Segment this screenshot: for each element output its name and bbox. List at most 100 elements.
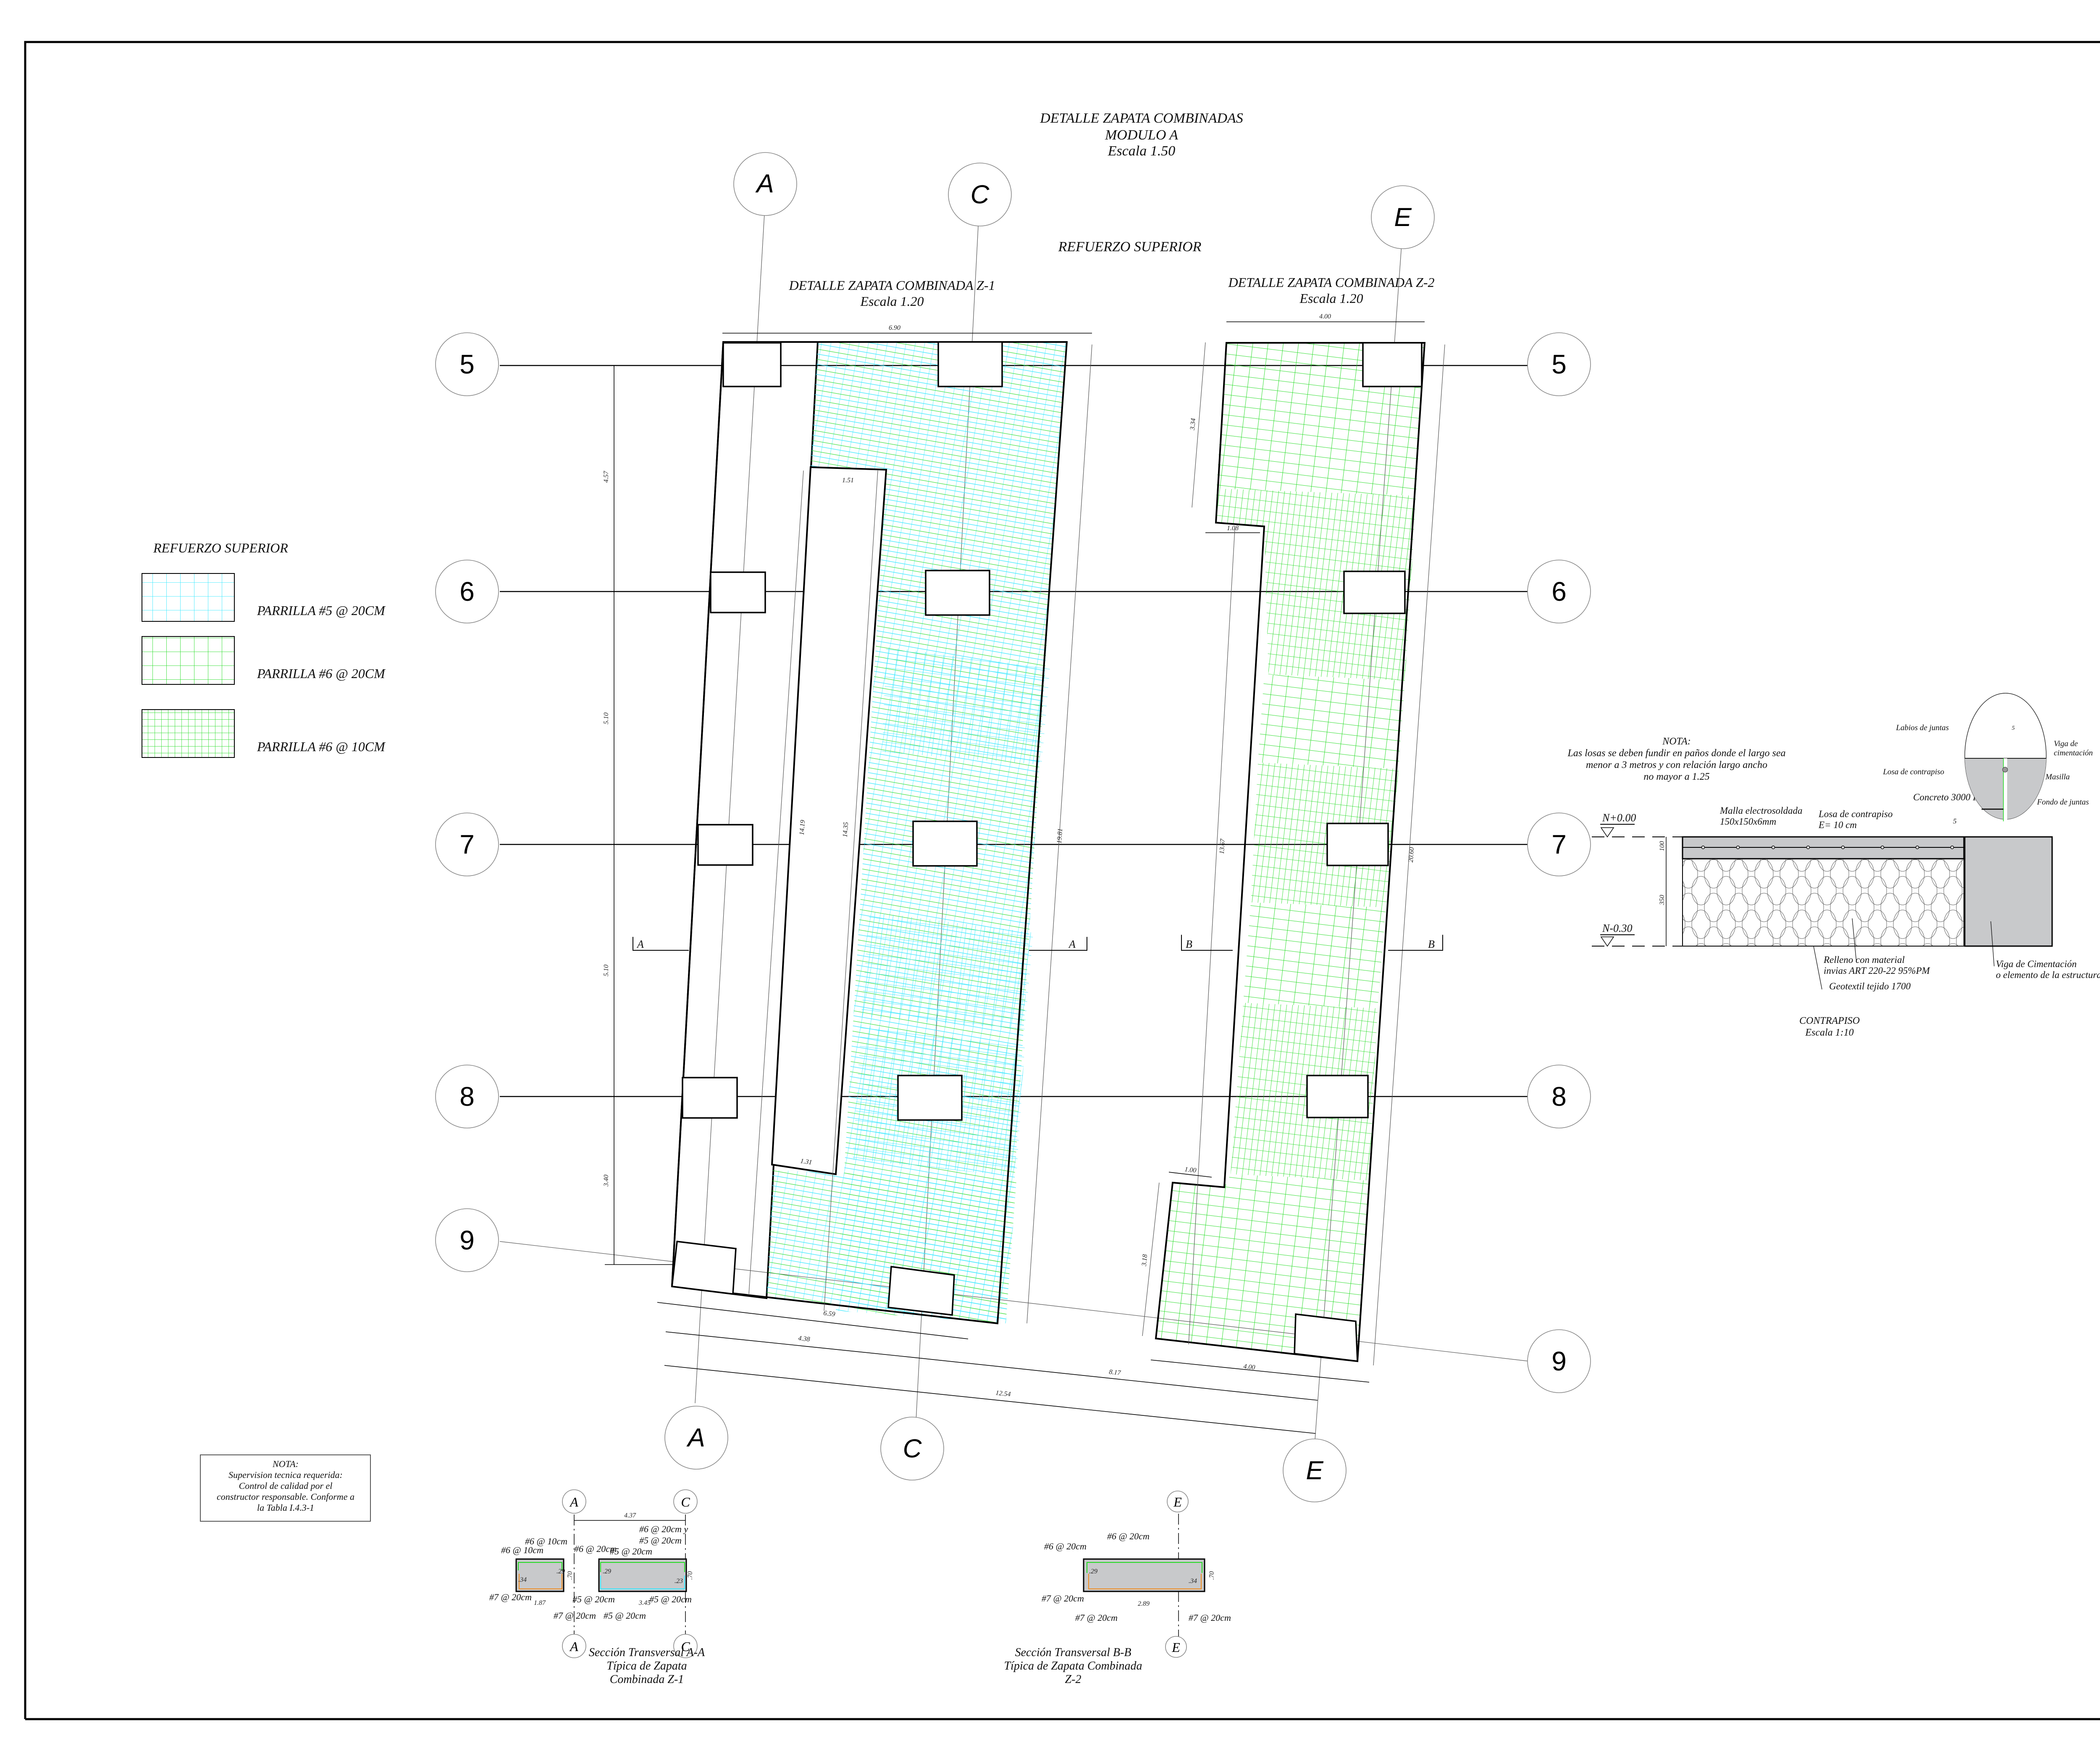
bubble-column-A-top: A xyxy=(733,152,797,216)
svg-text:#5 @ 20cm: #5 @ 20cm xyxy=(649,1594,692,1604)
legend: REFUERZO SUPERIOR PARRILLA #5 @ 20CM PAR… xyxy=(142,540,386,758)
bubble-row-5-right: 5 xyxy=(1527,332,1591,396)
svg-text:Típica de Zapata Combinada: Típica de Zapata Combinada xyxy=(1004,1659,1142,1672)
svg-text:#5 @ 20cm: #5 @ 20cm xyxy=(639,1535,682,1546)
svg-text:13.67: 13.67 xyxy=(1218,838,1227,854)
legend-swatch-cyan-20 xyxy=(142,573,235,622)
svg-text:NOTA:: NOTA: xyxy=(1662,736,1691,747)
z1-scale: Escala 1.20 xyxy=(860,294,924,309)
svg-text:8: 8 xyxy=(459,1081,475,1112)
svg-text:C: C xyxy=(681,1639,690,1654)
svg-text:Supervision tecnica requerida:: Supervision tecnica requerida: xyxy=(228,1470,343,1480)
svg-text:A: A xyxy=(755,169,774,198)
svg-text:Relleno con material: Relleno con material xyxy=(1823,955,1905,965)
svg-text:5: 5 xyxy=(1551,349,1567,379)
svg-text:E: E xyxy=(1394,203,1412,232)
svg-text:Labios de juntas: Labios de juntas xyxy=(1895,723,1949,732)
sheet-title: DETALLE ZAPATA COMBINADAS MODULO A Escal… xyxy=(1040,110,1243,255)
svg-text:#7 @ 20cm: #7 @ 20cm xyxy=(554,1610,596,1621)
title-line-1: DETALLE ZAPATA COMBINADAS xyxy=(1040,110,1243,126)
legend-label-1: PARRILLA #5 @ 20CM xyxy=(257,603,386,618)
svg-text:7: 7 xyxy=(1551,829,1567,860)
section-aa-bubble-A-top: A xyxy=(562,1489,586,1514)
section-bb-bubble-E-top: E xyxy=(1167,1491,1189,1512)
svg-text:#6 @ 10cm: #6 @ 10cm xyxy=(501,1545,543,1555)
bubble-column-E-bottom: E xyxy=(1283,1438,1347,1502)
bubble-row-6-right: 6 xyxy=(1527,560,1591,623)
svg-text:o elemento de la estructura: o elemento de la estructura xyxy=(1996,970,2100,980)
svg-text:B: B xyxy=(1428,938,1435,950)
z2-column-E8 xyxy=(1306,1075,1369,1118)
svg-text:.34: .34 xyxy=(1189,1578,1197,1585)
svg-text:.29: .29 xyxy=(1089,1568,1097,1575)
z1-column-C8 xyxy=(897,1075,963,1121)
svg-text:NOTA:: NOTA: xyxy=(272,1459,299,1469)
svg-text:20.60: 20.60 xyxy=(1407,847,1415,863)
svg-text:invias ART 220-22 95%PM: invias ART 220-22 95%PM xyxy=(1824,965,1931,976)
svg-text:#7 @ 20cm: #7 @ 20cm xyxy=(1075,1612,1118,1623)
z1-column-A8 xyxy=(682,1077,738,1119)
svg-text:19.81: 19.81 xyxy=(1056,828,1064,844)
svg-text:.70: .70 xyxy=(1208,1571,1215,1580)
svg-text:A: A xyxy=(636,938,644,950)
svg-text:Típica de Zapata: Típica de Zapata xyxy=(606,1659,687,1672)
z1-column-A9 xyxy=(671,1241,737,1295)
svg-text:5.10: 5.10 xyxy=(603,713,610,724)
svg-text:2.89: 2.89 xyxy=(1138,1600,1150,1607)
z1-column-C7 xyxy=(912,820,978,867)
svg-text:6: 6 xyxy=(1551,576,1567,607)
svg-text:A: A xyxy=(569,1639,578,1654)
legend-swatch-green-20 xyxy=(142,636,235,685)
svg-text:E: E xyxy=(1306,1456,1323,1485)
svg-text:150x150x6mm: 150x150x6mm xyxy=(1720,816,1776,827)
footing-z2: DETALLE ZAPATA COMBINADA Z-2 Escala 1.20… xyxy=(1141,275,1445,1383)
svg-text:#7 @ 20cm: #7 @ 20cm xyxy=(1042,1593,1084,1604)
svg-text:Masilla: Masilla xyxy=(2045,773,2070,781)
svg-text:#6 @ 10cm: #6 @ 10cm xyxy=(525,1536,567,1546)
svg-text:.70: .70 xyxy=(567,1571,574,1580)
svg-text:4.38: 4.38 xyxy=(798,1335,811,1343)
svg-text:6: 6 xyxy=(459,576,475,607)
z2-column-E9 xyxy=(1294,1313,1358,1362)
bubble-row-7-right: 7 xyxy=(1527,813,1591,876)
svg-text:E: E xyxy=(1171,1640,1180,1655)
bubble-column-E-top: E xyxy=(1371,185,1435,249)
svg-text:Las losas se deben fundir en p: Las losas se deben fundir en paños donde… xyxy=(1567,748,1785,759)
title-scale: Escala 1.50 xyxy=(1108,143,1176,159)
foundation-beam xyxy=(1964,836,2053,947)
svg-text:14.35: 14.35 xyxy=(842,822,850,837)
svg-text:.29: .29 xyxy=(603,1568,611,1575)
svg-text:Sección Transversal B-B: Sección Transversal B-B xyxy=(1015,1646,1131,1659)
z1-column-C5 xyxy=(937,341,1003,387)
row-dimension-chain: 4.57 5.10 5.10 3.40 xyxy=(603,366,680,1265)
legend-title: REFUERZO SUPERIOR xyxy=(153,540,288,555)
bubble-column-A-bottom: A xyxy=(664,1406,728,1470)
legend-label-3: PARRILLA #6 @ 10CM xyxy=(257,739,386,754)
contrapiso-detail: NOTA: Las losas se deben fundir en paños… xyxy=(1567,693,2100,1038)
section-aa-bubble-A-bottom: A xyxy=(562,1634,586,1658)
svg-text:Viga de Cimentación: Viga de Cimentación xyxy=(1996,959,2076,969)
svg-text:A: A xyxy=(569,1494,578,1509)
bubble-column-C-top: C xyxy=(948,163,1012,226)
note-supervision: NOTA: Supervision tecnica requerida: Con… xyxy=(200,1454,371,1522)
svg-text:N+0.00: N+0.00 xyxy=(1602,812,1636,824)
section-aa: A C A C 4.37 1.87 .70 .29 .34 3.45 .70 .… xyxy=(489,1489,705,1686)
z1-void xyxy=(771,466,887,1175)
svg-text:Sección Transversal A-A: Sección Transversal A-A xyxy=(589,1646,705,1659)
svg-text:5: 5 xyxy=(2012,725,2015,731)
svg-text:4.37: 4.37 xyxy=(624,1512,636,1519)
svg-text:6.90: 6.90 xyxy=(889,324,900,331)
svg-text:.23: .23 xyxy=(675,1578,683,1585)
z1-column-A5 xyxy=(722,342,782,387)
svg-text:7: 7 xyxy=(459,829,475,860)
svg-text:A: A xyxy=(686,1423,705,1452)
footing-z1: DETALLE ZAPATA COMBINADA Z-1 Escala 1.20… xyxy=(633,278,1318,1434)
z2-column-E6 xyxy=(1343,571,1406,614)
svg-text:Malla electrosoldada: Malla electrosoldada xyxy=(1719,805,1803,816)
svg-text:#5 @ 20cm: #5 @ 20cm xyxy=(604,1610,646,1621)
svg-text:N-0.30: N-0.30 xyxy=(1602,922,1633,934)
joint-detail-circle: Labios de juntas Losa de contrapiso Viga… xyxy=(1882,693,2093,821)
svg-text:#7 @ 20cm: #7 @ 20cm xyxy=(489,1592,532,1602)
svg-text:1.00: 1.00 xyxy=(1184,1166,1197,1174)
svg-text:14.19: 14.19 xyxy=(798,820,806,835)
